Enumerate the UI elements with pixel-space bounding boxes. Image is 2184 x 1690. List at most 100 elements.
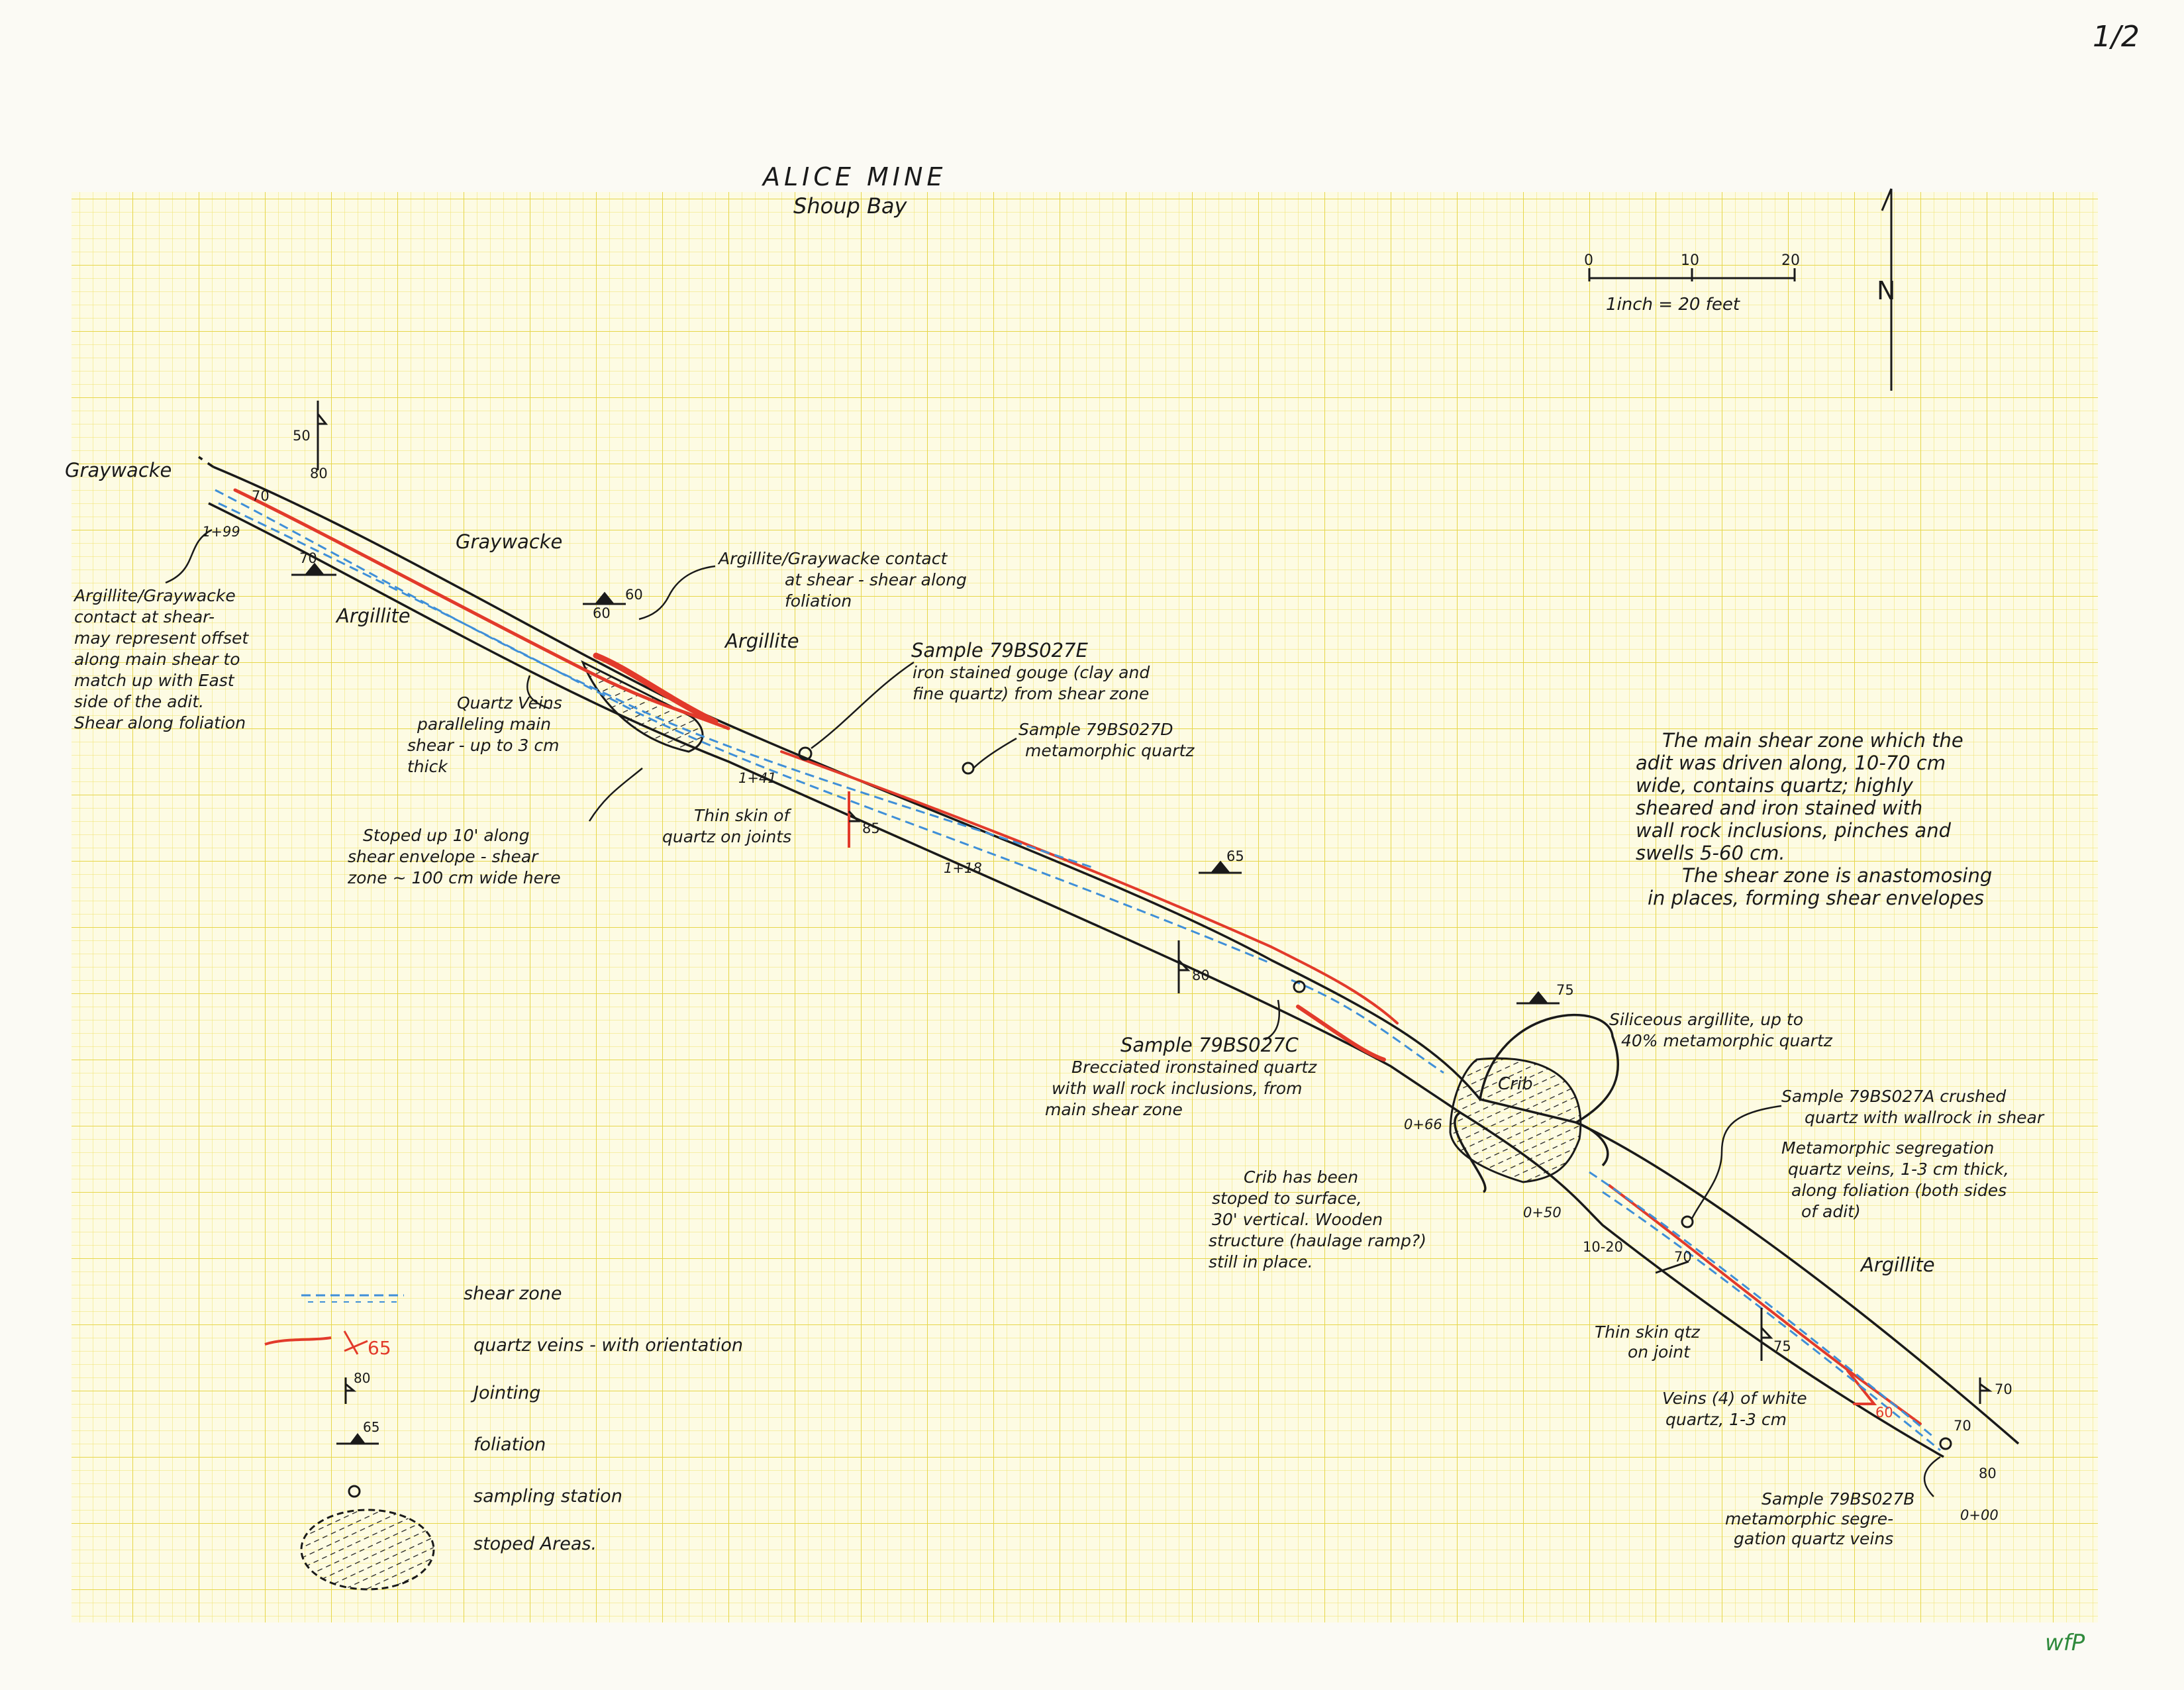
sample-station-a (1681, 1215, 1694, 1228)
dip-65: 65 (1226, 848, 1244, 864)
dip-70-entry: 70 (252, 488, 270, 504)
initials: wfP (2045, 1630, 2085, 1656)
svg-text:Thin skin of: Thin skin of (694, 806, 791, 825)
station-0-00: 0+00 (1960, 1507, 1999, 1523)
svg-text:Shear along foliation: Shear along foliation (74, 713, 246, 732)
svg-text:zone ~ 100 cm wide here: zone ~ 100 cm wide here (347, 868, 561, 887)
svg-text:fine quartz) from shear zone: fine quartz) from shear zone (913, 684, 1149, 703)
dip-60b: 60 (1875, 1405, 1893, 1420)
station-labels: 1+99 1+41 1+18 0+66 0+50 0+00 (202, 524, 1999, 1523)
svg-text:The shear zone is anastomosing: The shear zone is anastomosing (1682, 864, 1992, 887)
dip-60c: 60 (593, 605, 611, 621)
dip-80c: 80 (1979, 1466, 1997, 1481)
svg-text:sheared and iron stained with: sheared and iron stained with (1636, 797, 1922, 819)
sample-station-e (798, 746, 813, 761)
legend-value-joint: 80 (354, 1370, 370, 1386)
map-title: ALICE MINE (761, 162, 946, 191)
rock-argillite-left: Argillite (335, 605, 411, 627)
svg-text:structure (haulage ramp?): structure (haulage ramp?) (1209, 1231, 1426, 1250)
graph-grid-lines (72, 192, 2098, 1622)
svg-text:metamorphic quartz: metamorphic quartz (1025, 741, 1195, 760)
joint-symbol-80: 80 (1177, 940, 1210, 993)
rock-labels: Graywacke Graywacke Argillite Argillite … (65, 459, 1935, 1276)
foliation-symbol-70b: 70 10-20 (1583, 1239, 1692, 1274)
legend-quartz-veins: 65 quartz veins - with orientation (264, 1330, 743, 1359)
svg-text:match up with East: match up with East (74, 671, 235, 690)
dip-70c: 70 (1995, 1381, 2012, 1397)
legend-value-quartz: 65 (368, 1337, 391, 1359)
scale-text: 1inch = 20 feet (1606, 295, 1740, 315)
svg-text:Sample 79BS027E: Sample 79BS027E (911, 639, 1089, 662)
joint-symbol-70: 70 80 60 70 (1875, 1377, 2012, 1481)
dip-80b: 80 (1192, 968, 1210, 983)
joint-symbol-50: 50 80 (293, 401, 328, 481)
sample-station-b (1939, 1437, 1952, 1450)
legend-label-sampling-station: sampling station (473, 1486, 622, 1507)
annotation-thin-skin-2: Thin skin qtz on joint (1595, 1322, 1701, 1362)
legend: shear zone 65 quartz veins - with orient… (264, 1283, 743, 1591)
svg-text:side of the adit.: side of the adit. (74, 692, 204, 711)
annotation-sample-a: Sample 79BS027A crushed quartz with wall… (1781, 1087, 2045, 1127)
structure-symbols: 50 80 70 60 85 65 80 75 (252, 401, 2012, 1481)
svg-text:Sample 79BS027D: Sample 79BS027D (1018, 720, 1173, 739)
svg-text:foliation: foliation (785, 591, 852, 611)
annotation-contact-top: Argillite/Graywacke contact at shear - s… (717, 549, 967, 611)
svg-text:paralleling main: paralleling main (417, 715, 551, 734)
svg-text:gation quartz veins: gation quartz veins (1734, 1529, 1893, 1548)
svg-text:main shear zone: main shear zone (1045, 1100, 1183, 1119)
scale-tick-20: 20 (1781, 252, 1800, 269)
svg-text:shear - up to 3 cm: shear - up to 3 cm (407, 736, 559, 755)
svg-text:The main shear zone which the: The main shear zone which the (1662, 729, 1963, 752)
legend-label-quartz-veins: quartz veins - with orientation (473, 1335, 743, 1356)
annotation-sample-d: Sample 79BS027D metamorphic quartz (1018, 720, 1195, 760)
dip-70: 70 (299, 550, 317, 566)
svg-text:Sample 79BS027C: Sample 79BS027C (1120, 1034, 1299, 1056)
foliation-symbol-70: 70 (291, 550, 336, 576)
foliation-symbol-60: 60 (583, 587, 643, 605)
scale-bar: 0 10 20 1inch = 20 feet (1584, 252, 1800, 315)
quartz-veins (233, 488, 1922, 1425)
joint-symbol-75: 75 (1760, 1308, 1791, 1361)
rock-graywacke-left: Graywacke (65, 459, 172, 481)
svg-text:wide, contains quartz; highly: wide, contains quartz; highly (1636, 774, 1914, 797)
legend-sampling-station: sampling station (348, 1485, 622, 1507)
scale-tick-10: 10 (1681, 252, 1699, 269)
station-0-66: 0+66 (1404, 1117, 1442, 1132)
rock-argillite-mid: Argillite (724, 630, 799, 652)
svg-text:Argillite/Graywacke contact: Argillite/Graywacke contact (717, 549, 948, 568)
legend-label-stoped-areas: stoped Areas. (473, 1534, 597, 1554)
legend-shear-zone: shear zone (301, 1283, 562, 1304)
dip-60: 60 (625, 587, 643, 603)
annotation-veins4: Veins (4) of white quartz, 1-3 cm (1662, 1389, 1807, 1429)
svg-text:quartz veins, 1-3 cm thick,: quartz veins, 1-3 cm thick, (1788, 1160, 2009, 1179)
dip-50: 50 (293, 428, 311, 444)
svg-text:30' vertical. Wooden: 30' vertical. Wooden (1212, 1210, 1383, 1229)
dip-10-20: 10-20 (1583, 1239, 1623, 1255)
svg-text:shear envelope - shear: shear envelope - shear (348, 847, 539, 866)
svg-text:Sample 79BS027B: Sample 79BS027B (1762, 1489, 1914, 1509)
annotation-thin-skin-1: Thin skin of quartz on joints (662, 806, 791, 846)
svg-text:40% metamorphic quartz: 40% metamorphic quartz (1621, 1031, 1833, 1050)
dip-70b: 70 (1674, 1249, 1692, 1265)
svg-text:Metamorphic segregation: Metamorphic segregation (1781, 1138, 1994, 1158)
svg-text:quartz with wallrock in shear: quartz with wallrock in shear (1805, 1108, 2045, 1127)
dip-75b: 75 (1773, 1338, 1791, 1354)
scale-tick-0: 0 (1584, 252, 1593, 269)
annotation-crib-note: Crib has been stoped to surface, 30' ver… (1209, 1168, 1426, 1271)
joint-symbol-85: 85 (848, 791, 880, 848)
svg-text:quartz, 1-3 cm: quartz, 1-3 cm (1665, 1410, 1787, 1429)
legend-value-foliation: 65 (363, 1419, 379, 1435)
leader-lines (165, 528, 1941, 1497)
annotation-sample-b: Sample 79BS027B metamorphic segre- gatio… (1725, 1489, 1914, 1548)
legend-label-jointing: Jointing (470, 1383, 540, 1403)
dip-80: 80 (310, 466, 328, 481)
annotation-meta-seg: Metamorphic segregation quartz veins, 1-… (1781, 1138, 2009, 1221)
page-number: 1/2 (2093, 20, 2140, 54)
foliation-symbol-60b: 60 (593, 605, 611, 621)
dip-75: 75 (1556, 982, 1574, 998)
svg-text:iron stained gouge (clay and: iron stained gouge (clay and (913, 663, 1150, 682)
svg-text:Argillite/Graywacke: Argillite/Graywacke (73, 586, 236, 605)
annotation-main-shear: The main shear zone which the adit was d… (1636, 729, 1992, 909)
annotation-sample-c: Sample 79BS027C Brecciated ironstained q… (1045, 1034, 1317, 1119)
annotation-sample-e: Sample 79BS027E iron stained gouge (clay… (911, 639, 1150, 703)
